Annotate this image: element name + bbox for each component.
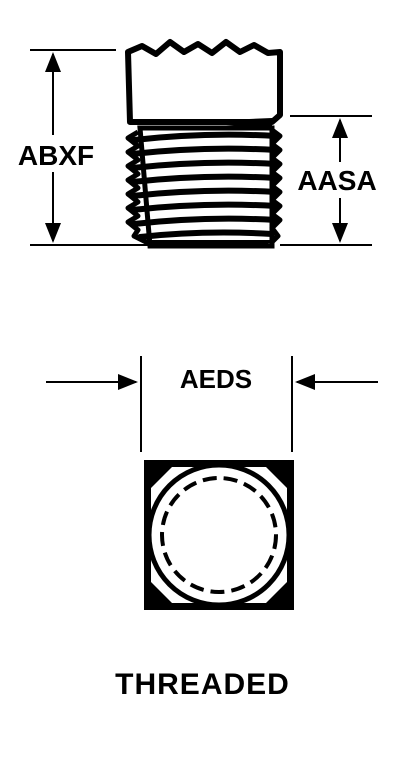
aasa-label: AASA (297, 165, 376, 196)
side-view: ABXF AASA (18, 39, 377, 249)
plug-head (125, 39, 283, 125)
abxf-label: ABXF (18, 140, 94, 171)
end-view: AEDS (46, 356, 378, 610)
inner-thread-circle (160, 476, 278, 594)
outer-thread-circle (146, 462, 292, 608)
figure-caption: THREADED (115, 668, 290, 701)
aeds-label: AEDS (180, 364, 252, 394)
threaded-shank (125, 125, 283, 249)
